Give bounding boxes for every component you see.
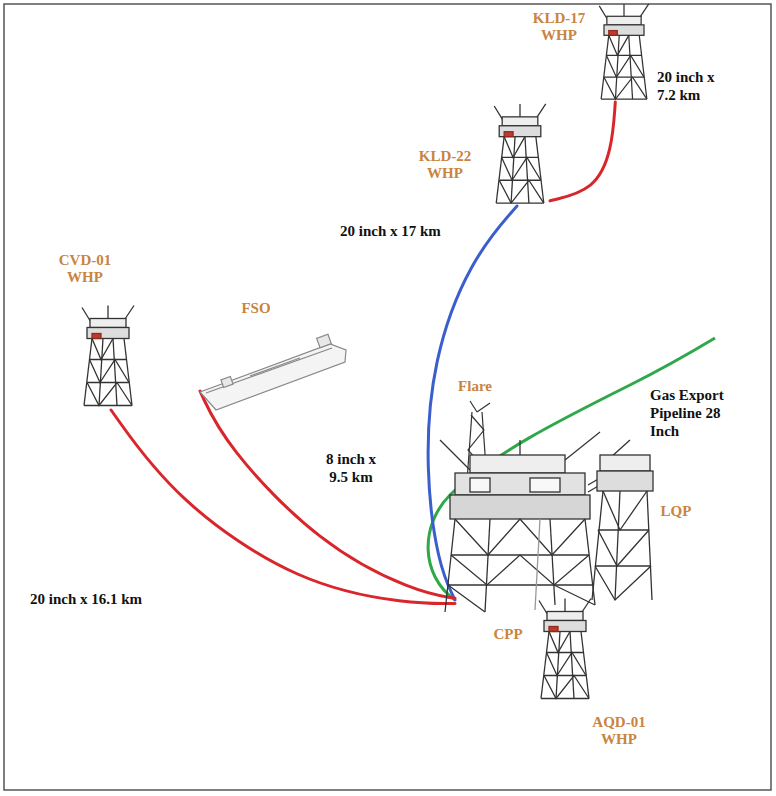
platform-node: KLD-17 WHP	[595, 2, 653, 102]
platform-label: Flare	[440, 378, 510, 395]
pipeline	[550, 102, 615, 201]
pipeline-size-label: 20 inch x 16.1 km	[28, 590, 144, 608]
platform-label: AQD-01 WHP	[580, 714, 658, 748]
flare-tower	[462, 401, 492, 495]
wellhead-platform-icon	[599, 4, 649, 99]
wellhead-platform-icon	[539, 599, 591, 699]
platform-label: CVD-01 WHP	[48, 252, 122, 286]
pipeline	[111, 410, 455, 604]
wellhead-platform-icon	[82, 306, 134, 406]
wellhead-platform-icon	[494, 104, 546, 203]
pipeline-size-label: 20 inch x 7.2 km	[655, 68, 731, 104]
living-quarters-platform	[588, 440, 653, 600]
pipeline	[200, 391, 455, 598]
platform-node: CVD-01 WHP	[78, 302, 138, 410]
platform-node: Flare	[458, 400, 494, 495]
platform-node: FSO	[200, 334, 346, 410]
platform-label: FSO	[226, 300, 286, 317]
platform-node: KLD-22 WHP	[490, 102, 550, 206]
platform-label: KLD-17 WHP	[524, 10, 594, 44]
pipeline-size-label: 8 inch x 9.5 km	[316, 450, 386, 486]
gas-export-pipeline	[428, 338, 715, 600]
platform-label: KLD-22 WHP	[408, 148, 482, 182]
pipeline-size-label: 20 inch x 17 km	[338, 222, 443, 240]
platform-label: LQP	[654, 503, 698, 520]
platform-node: LQP	[590, 440, 656, 602]
platform-node: AQD-01 WHP	[535, 594, 595, 704]
frame	[4, 4, 771, 790]
fso-vessel	[200, 334, 346, 410]
gas-export-label: Gas Export Pipeline 28 Inch	[648, 386, 734, 440]
platform-label: CPP	[478, 626, 538, 643]
central-processing-platform	[440, 432, 600, 612]
platform-node: CPP	[455, 440, 590, 612]
pipeline	[428, 206, 517, 600]
